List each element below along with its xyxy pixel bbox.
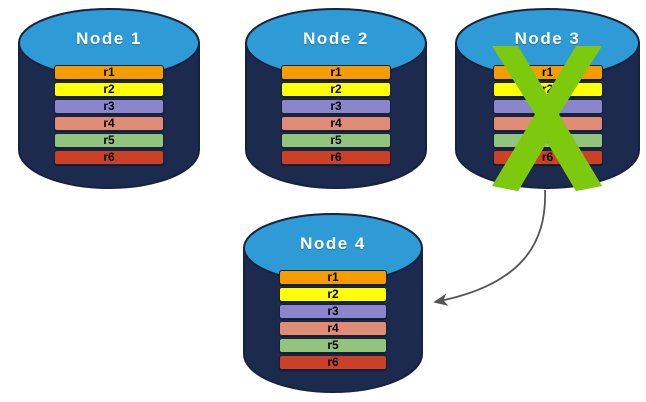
row-bar-r5[interactable]: r5 bbox=[54, 133, 164, 148]
row-label: r6 bbox=[541, 150, 554, 164]
row-bar-r3[interactable]: r3 bbox=[279, 304, 387, 319]
row-bar-r4[interactable]: r4 bbox=[54, 116, 164, 131]
node-1[interactable]: Node 1 r1 r2 r3 r4 r5 r6 bbox=[18, 5, 200, 189]
row-bar-r2[interactable]: r2 bbox=[492, 82, 603, 97]
row-bar-r6[interactable]: r6 bbox=[54, 150, 164, 165]
row-bar-r3[interactable]: r3 bbox=[492, 99, 603, 114]
row-label: r5 bbox=[330, 133, 342, 147]
row-bar-r4[interactable]: r4 bbox=[279, 321, 387, 336]
row-bar-r1[interactable]: r1 bbox=[54, 65, 164, 80]
row-label: r4 bbox=[541, 116, 554, 130]
row-list: r1 r2 r3 r4 r5 r6 bbox=[18, 65, 200, 165]
row-label: r2 bbox=[327, 287, 339, 301]
row-bar-r5[interactable]: r5 bbox=[281, 133, 391, 148]
row-label: r5 bbox=[327, 338, 339, 352]
row-label: r6 bbox=[327, 355, 339, 369]
row-label: r4 bbox=[103, 116, 115, 130]
row-bar-r2[interactable]: r2 bbox=[54, 82, 164, 97]
row-label: r5 bbox=[103, 133, 115, 147]
row-label: r2 bbox=[330, 82, 342, 96]
row-bar-r4[interactable]: r4 bbox=[281, 116, 391, 131]
row-bar-r4[interactable]: r4 bbox=[492, 116, 603, 131]
row-label: r2 bbox=[541, 82, 554, 96]
row-bar-r2[interactable]: r2 bbox=[281, 82, 391, 97]
row-bar-r1[interactable]: r1 bbox=[281, 65, 391, 80]
row-label: r1 bbox=[103, 65, 115, 79]
row-label: r1 bbox=[541, 65, 554, 79]
row-label: r2 bbox=[103, 82, 115, 96]
row-list: r1 r2 r3 r4 r5 r6 bbox=[243, 270, 423, 370]
row-list: r1 r2 r3 r4 r5 r6 bbox=[455, 65, 640, 165]
row-bar-r2[interactable]: r2 bbox=[279, 287, 387, 302]
row-label: r5 bbox=[541, 133, 554, 147]
row-list: r1 r2 r3 r4 r5 r6 bbox=[245, 65, 427, 165]
row-bar-r6[interactable]: r6 bbox=[492, 150, 603, 165]
row-label: r4 bbox=[330, 116, 342, 130]
row-label: r6 bbox=[330, 150, 342, 164]
row-label: r3 bbox=[330, 99, 342, 113]
row-bar-r5[interactable]: r5 bbox=[492, 133, 603, 148]
row-bar-r3[interactable]: r3 bbox=[281, 99, 391, 114]
row-label: r6 bbox=[103, 150, 115, 164]
failover-arrow bbox=[433, 189, 546, 306]
row-bar-r3[interactable]: r3 bbox=[54, 99, 164, 114]
node-2[interactable]: Node 2 r1 r2 r3 r4 r5 r6 bbox=[245, 5, 427, 189]
row-bar-r5[interactable]: r5 bbox=[279, 338, 387, 353]
node-4[interactable]: Node 4 r1 r2 r3 r4 r5 r6 bbox=[243, 210, 423, 393]
row-label: r1 bbox=[327, 270, 339, 284]
row-label: r3 bbox=[327, 304, 339, 318]
row-bar-r1[interactable]: r1 bbox=[279, 270, 387, 285]
row-label: r4 bbox=[327, 321, 339, 335]
node-3[interactable]: Node 3 r1 r2 r3 r4 r5 r6 bbox=[455, 5, 640, 189]
row-label: r1 bbox=[330, 65, 342, 79]
row-bar-r1[interactable]: r1 bbox=[492, 65, 603, 80]
row-label: r3 bbox=[103, 99, 115, 113]
row-label: r3 bbox=[541, 99, 554, 113]
row-bar-r6[interactable]: r6 bbox=[279, 355, 387, 370]
row-bar-r6[interactable]: r6 bbox=[281, 150, 391, 165]
